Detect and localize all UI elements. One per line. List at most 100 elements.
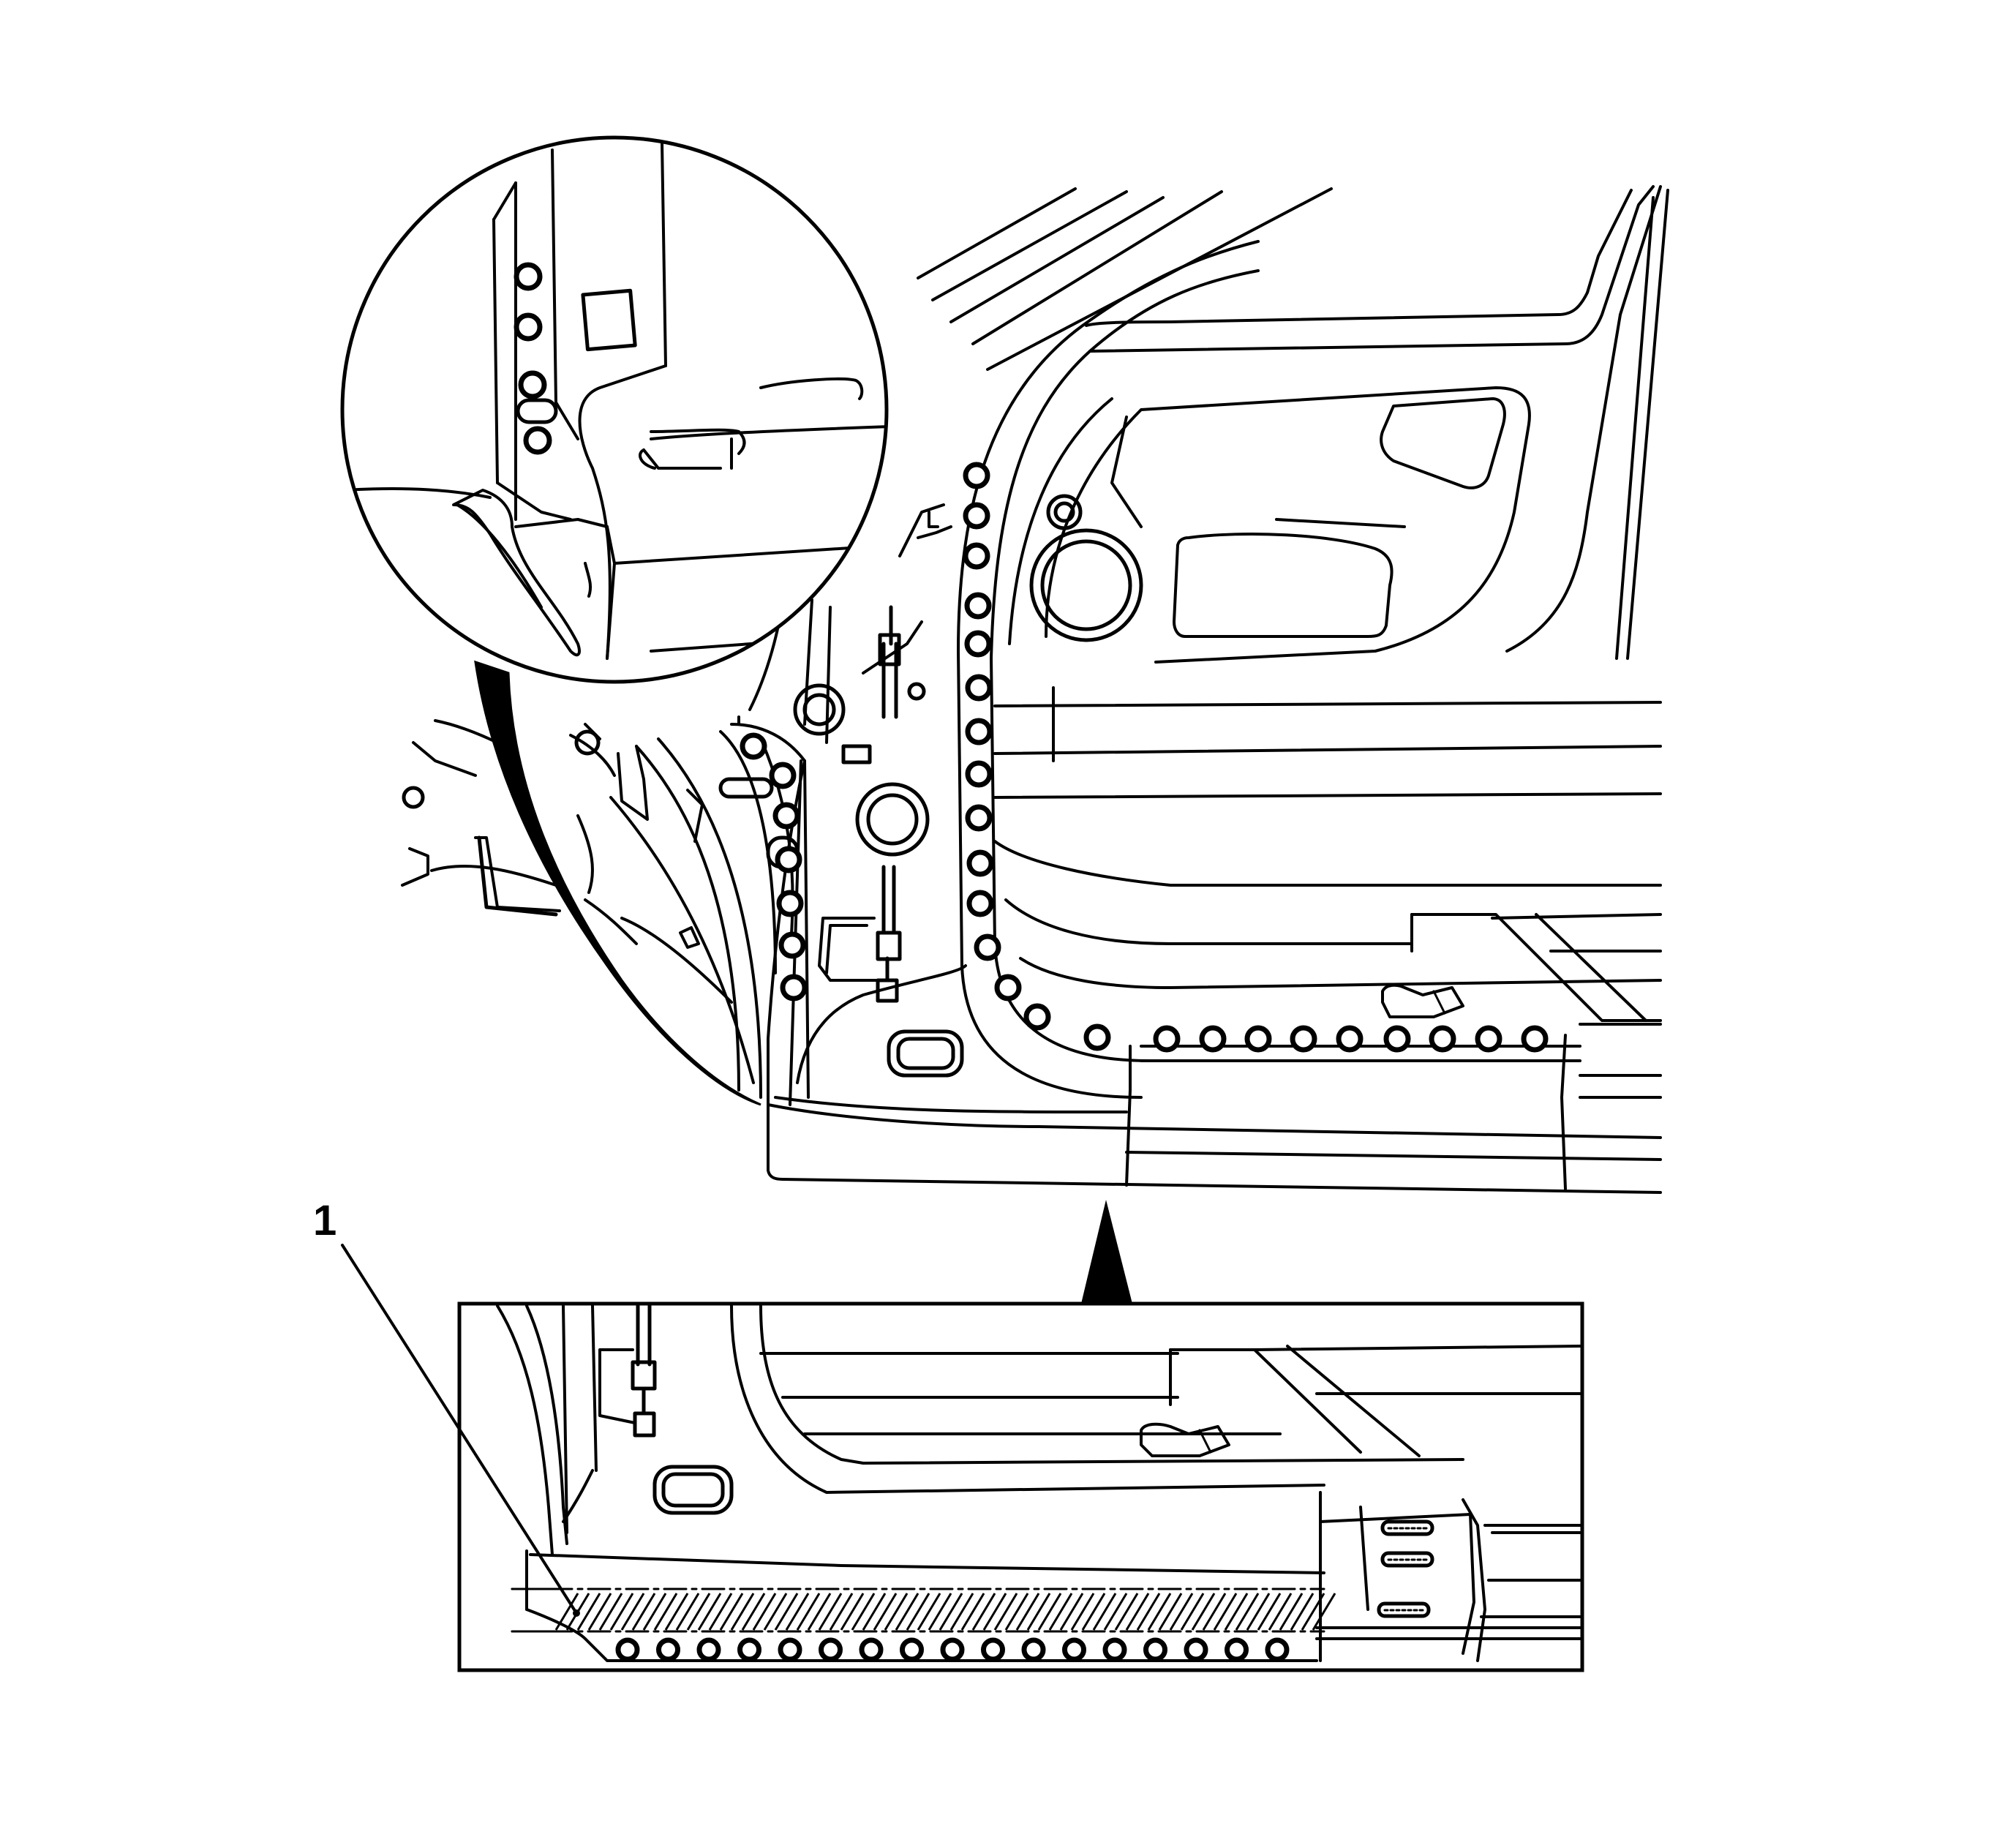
hatch-line [1026, 1593, 1051, 1631]
hatch-line [1114, 1593, 1139, 1631]
weld-point [965, 718, 993, 745]
weld-point [778, 931, 806, 959]
hatch-line [1257, 1593, 1282, 1631]
hatch-line [1191, 1593, 1216, 1631]
weld-point [966, 849, 994, 877]
hatch-line [1202, 1593, 1227, 1631]
weld-point [656, 1637, 680, 1662]
roof-lines [917, 187, 1333, 371]
inset-weld-points [615, 1637, 1290, 1662]
hatch-line [1290, 1593, 1314, 1631]
hatch-line [763, 1593, 788, 1631]
hatch-line [620, 1593, 645, 1631]
hatch-line [840, 1593, 865, 1631]
hatch-line [1312, 1593, 1336, 1631]
hatch-line [796, 1593, 821, 1631]
weld-point [981, 1637, 1005, 1662]
sill-upper-lines [993, 686, 1662, 989]
magnifier-leader [474, 660, 761, 1106]
hatch-line [686, 1593, 711, 1631]
hatch-line [642, 1593, 667, 1631]
hatch-line [1092, 1593, 1117, 1631]
hatch-line [664, 1593, 689, 1631]
weld-point [1521, 1025, 1549, 1053]
hatch-line [851, 1593, 876, 1631]
weld-point [1475, 1025, 1502, 1053]
hatch-line [697, 1593, 722, 1631]
hatch-line [1081, 1593, 1106, 1631]
weld-point [1199, 1025, 1227, 1053]
hatch-line [818, 1593, 843, 1631]
weld-point [772, 802, 800, 830]
rear-floor-step [1381, 913, 1662, 1022]
hatch-line [598, 1593, 623, 1631]
weld-point [966, 890, 994, 917]
weld-point [740, 732, 767, 760]
hatch-line [1070, 1593, 1095, 1631]
weld-point [1143, 1637, 1167, 1662]
hatch-line [1235, 1593, 1260, 1631]
weld-point [1429, 1025, 1456, 1053]
hatch-line [895, 1593, 919, 1631]
hatch-line [1125, 1593, 1150, 1631]
hatch-line [1015, 1593, 1040, 1631]
weld-point [1102, 1637, 1127, 1662]
weld-point [775, 846, 802, 873]
hatch-line [1279, 1593, 1304, 1631]
inset-detail-rocker [457, 1301, 1584, 1672]
weld-point [1336, 1025, 1364, 1053]
hatch-line [774, 1593, 799, 1631]
hatch-line [609, 1593, 634, 1631]
hatch-line [631, 1593, 656, 1631]
hatch-line [752, 1593, 777, 1631]
weld-point [696, 1637, 721, 1662]
view-direction-arrow [1081, 1200, 1132, 1304]
weld-point [1062, 1637, 1086, 1662]
hatch-line [730, 1593, 755, 1631]
weld-point [1383, 1025, 1411, 1053]
hatch-line [719, 1593, 744, 1631]
hatch-line [1059, 1593, 1084, 1631]
front-pillar-structure [401, 503, 967, 1106]
weld-point [1225, 1637, 1249, 1662]
hatch-line [917, 1593, 941, 1631]
callout-1: 1 [313, 1197, 580, 1617]
weld-point [963, 542, 990, 570]
weld-point [965, 804, 993, 832]
weld-point [1023, 1003, 1051, 1031]
weld-point [1083, 1023, 1111, 1051]
weld-point [965, 674, 993, 702]
weld-point [964, 592, 992, 620]
weld-point [1184, 1637, 1208, 1662]
hatch-line [884, 1593, 909, 1631]
hatch-line [1180, 1593, 1205, 1631]
inner-door-panel [1008, 189, 1669, 664]
magnified-detail [340, 135, 889, 684]
hatch-line [960, 1593, 985, 1631]
weld-point [859, 1637, 884, 1662]
hatch-line [1037, 1593, 1062, 1631]
hatch-line [1301, 1593, 1325, 1631]
hatch-line [1158, 1593, 1183, 1631]
door-opening-outline [957, 185, 1662, 1099]
hatch-line [653, 1593, 678, 1631]
weld-point [776, 890, 804, 917]
hatch-line [576, 1593, 601, 1631]
weld-point [1265, 1637, 1290, 1662]
hatch-line [785, 1593, 810, 1631]
weld-point [819, 1637, 843, 1662]
hatch-line [1147, 1593, 1172, 1631]
hatch-line [1213, 1593, 1238, 1631]
weld-point [963, 462, 990, 489]
weld-point [940, 1637, 965, 1662]
weld-point [780, 974, 808, 1002]
hatch-line [982, 1593, 1007, 1631]
weld-point [1153, 1025, 1181, 1053]
hatch-line [708, 1593, 733, 1631]
weld-point [965, 760, 993, 788]
hatch-line [971, 1593, 996, 1631]
hatch-line [675, 1593, 700, 1631]
weld-point [994, 974, 1022, 1002]
weld-point [963, 502, 990, 530]
weld-point [778, 1637, 802, 1662]
